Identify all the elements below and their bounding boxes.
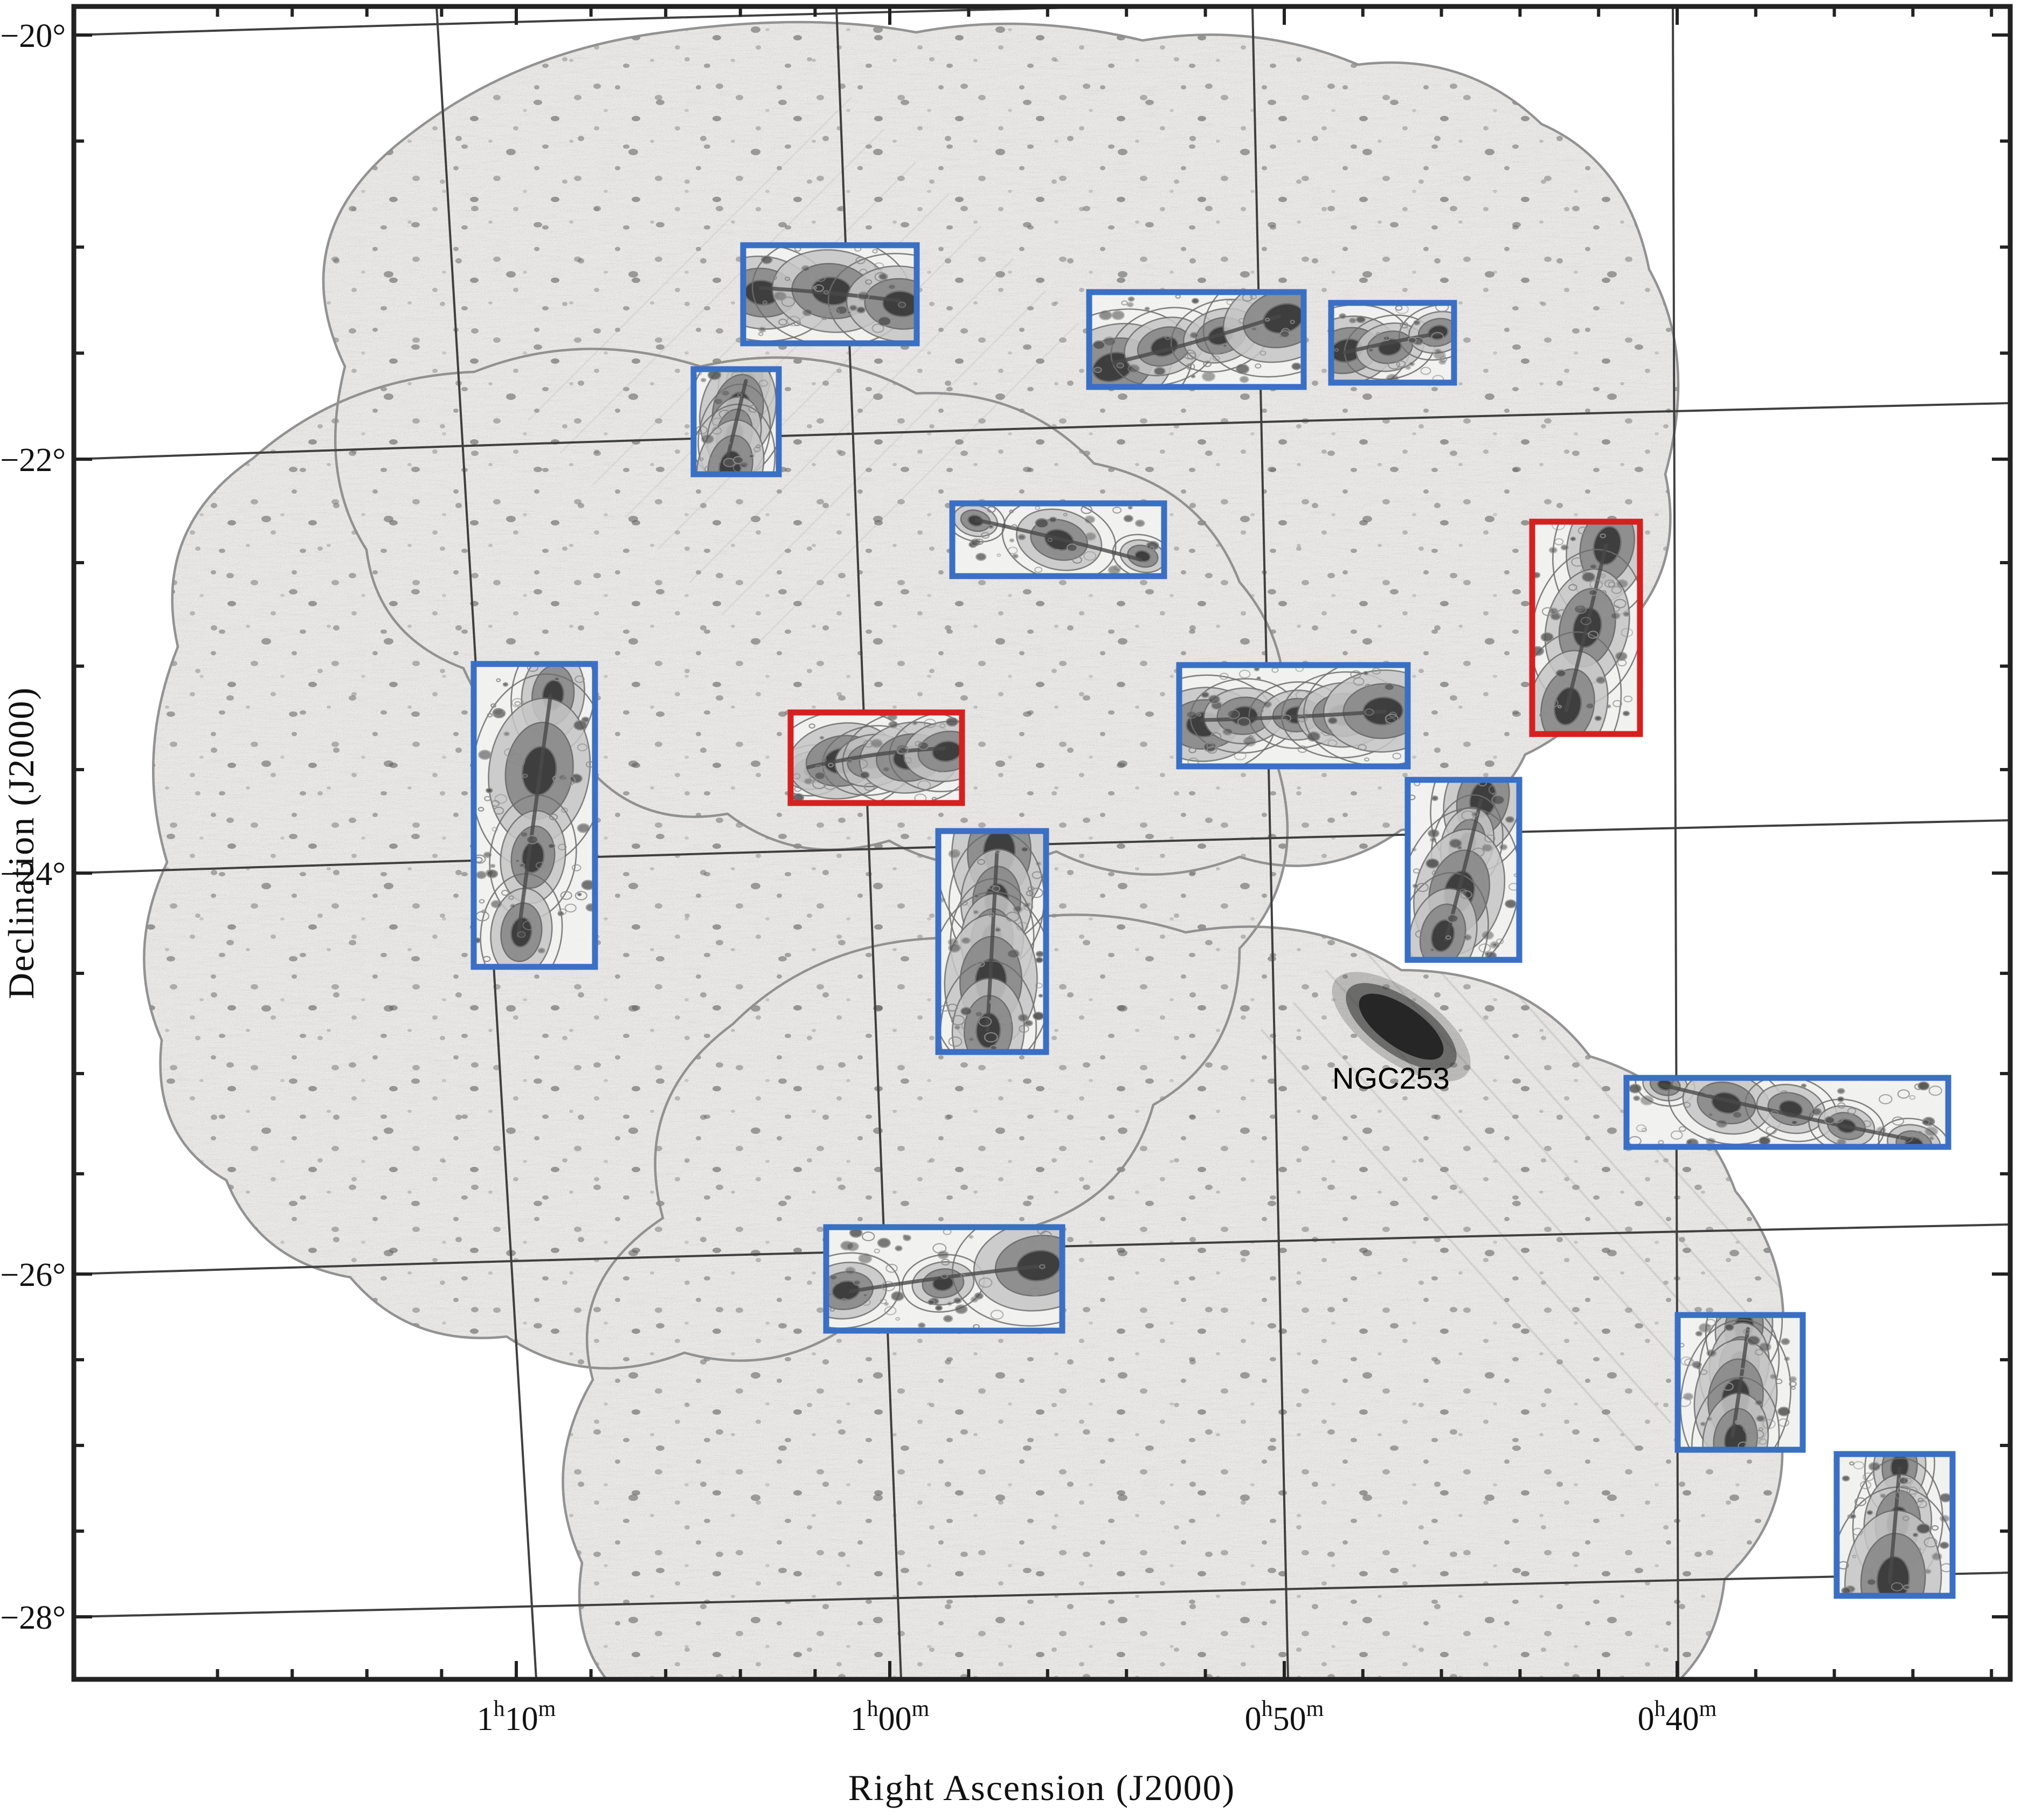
cutout-contours bbox=[1678, 1315, 1803, 1450]
y-tick-label: −24° bbox=[0, 856, 66, 892]
y-tick-label: −28° bbox=[0, 1600, 66, 1636]
cutout-box-red bbox=[787, 709, 965, 806]
cutout-box bbox=[1623, 1075, 1951, 1150]
cutout-contours bbox=[1408, 780, 1519, 960]
cutout-contours bbox=[952, 503, 1164, 576]
y-tick-label: −26° bbox=[0, 1257, 66, 1293]
tick-labels: 1h10m 1h00m 0h50m 0h40m −20° −22° −24° −26° −28° bbox=[0, 18, 1717, 1738]
axis-ticks bbox=[74, 6, 2010, 1679]
cutout-box bbox=[1328, 300, 1457, 386]
cutout-box bbox=[1833, 1451, 1956, 1599]
x-tick-label: 0h50m bbox=[1245, 1697, 1324, 1738]
cutout-box-blue bbox=[740, 242, 920, 347]
cutout-box-blue bbox=[1404, 777, 1522, 963]
cutout-box-blue bbox=[1328, 300, 1457, 386]
cutout-box-layer bbox=[470, 242, 1956, 1599]
cutout-contours bbox=[1179, 665, 1408, 766]
x-tick-label: 0h40m bbox=[1638, 1697, 1717, 1738]
y-tick-label: −22° bbox=[0, 442, 66, 479]
cutout-box bbox=[690, 366, 782, 478]
cutout-box bbox=[470, 661, 598, 970]
x-tick-label: 1h10m bbox=[477, 1697, 556, 1738]
cutout-box-blue bbox=[935, 828, 1049, 1055]
x-axis-title: Right Ascension (J2000) bbox=[848, 1767, 1235, 1808]
cutout-box bbox=[935, 828, 1049, 1055]
cutout-box-blue bbox=[1086, 289, 1307, 390]
cutout-contours bbox=[1627, 1078, 1948, 1147]
y-tick-label: −20° bbox=[0, 18, 66, 54]
cutout-box bbox=[1404, 777, 1522, 963]
cutout-box bbox=[740, 242, 920, 347]
cutout-box bbox=[1529, 518, 1643, 737]
cutout-box-blue bbox=[949, 500, 1167, 579]
cutout-box bbox=[1086, 289, 1307, 390]
cutout-box bbox=[949, 500, 1167, 579]
cutout-box bbox=[1674, 1312, 1806, 1453]
cutout-contours bbox=[743, 245, 917, 343]
cutout-box-blue bbox=[690, 366, 782, 478]
y-axis-title: Declination (J2000) bbox=[1, 687, 41, 999]
cutout-box bbox=[823, 1224, 1065, 1334]
ngc253-label: NGC253 bbox=[1332, 1061, 1450, 1095]
cutout-box-blue bbox=[1674, 1312, 1806, 1453]
cutout-box-blue bbox=[470, 661, 598, 970]
cutout-box-blue bbox=[1833, 1451, 1956, 1599]
cutout-box-blue bbox=[1176, 662, 1411, 770]
axis-frame bbox=[71, 4, 2013, 1682]
cutout-contours bbox=[938, 831, 1046, 1052]
cutout-box-blue bbox=[1623, 1075, 1951, 1150]
ngc253-galaxy bbox=[1332, 972, 1471, 1082]
x-tick-label: 1h00m bbox=[850, 1697, 930, 1738]
cutout-box-blue bbox=[823, 1224, 1065, 1334]
cutout-contours bbox=[1331, 303, 1454, 383]
cutout-contours bbox=[826, 1227, 1062, 1331]
cutout-contours bbox=[1089, 292, 1304, 387]
cutout-contours bbox=[474, 664, 595, 967]
cutout-contours bbox=[1532, 522, 1640, 734]
cutout-box-red bbox=[1529, 518, 1643, 737]
cutout-contours bbox=[791, 712, 962, 803]
cutout-box bbox=[787, 709, 965, 806]
cutout-box bbox=[1176, 662, 1411, 770]
cutout-contours bbox=[1837, 1454, 1953, 1596]
